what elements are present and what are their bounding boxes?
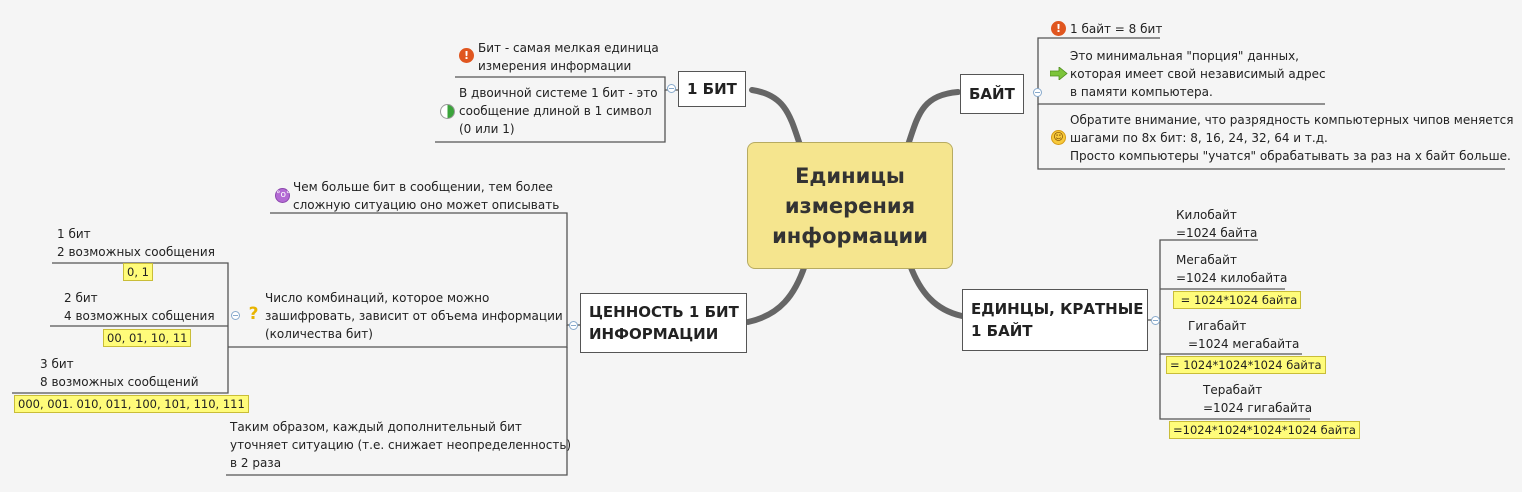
smile-icon: ☺	[1051, 130, 1066, 145]
topic-byte-label: БАЙТ	[969, 85, 1015, 103]
alert-icon: !	[1051, 21, 1066, 36]
example-1-codes: 0, 1	[123, 263, 153, 281]
multiples-tb-formula: =1024*1024*1024*1024 байта	[1169, 421, 1360, 439]
value-sublines	[12, 212, 580, 476]
bit-item-2: В двоичной системе 1 бит - это сообщение…	[459, 86, 658, 136]
branch-to-value	[745, 262, 808, 325]
collapse-toggle-icon[interactable]	[569, 321, 578, 330]
topic-byte[interactable]: БАЙТ	[960, 74, 1024, 114]
value-combinations: Число комбинаций, которое можно зашифров…	[265, 291, 563, 341]
multiples-tb: Терабайт =1024 гигабайта	[1203, 383, 1313, 415]
multiples-mb-formula: = 1024*1024 байта	[1173, 291, 1302, 309]
byte-item-2: Это минимальная "порция" данных, которая…	[1070, 49, 1326, 99]
byte-item-3: Обратите внимание, что разрядность компь…	[1070, 113, 1514, 163]
example-1-text: 1 бит 2 возможных сообщения	[57, 227, 215, 259]
topic-value-label: ЦЕННОСТЬ 1 БИТ ИНФОРМАЦИИ	[589, 303, 739, 343]
value-note-bottom: Таким образом, каждый дополнительный бит…	[230, 420, 572, 470]
alert-icon: !	[459, 48, 474, 63]
topic-bit-label: 1 БИТ	[687, 80, 737, 98]
topic-multiples-label: ЕДИНЦЫ, КРАТНЫЕ 1 БАЙТ	[971, 300, 1144, 340]
branch-to-bit	[749, 87, 803, 148]
multiples-gb: Гигабайт =1024 мегабайта	[1188, 319, 1300, 351]
example-3-codes: 000, 001. 010, 011, 100, 101, 110, 111	[14, 395, 249, 413]
collapse-toggle-icon[interactable]	[667, 84, 676, 93]
multiples-mb: Мегабайт =1024 килобайта	[1176, 253, 1288, 285]
topic-multiples[interactable]: ЕДИНЦЫ, КРАТНЫЕ 1 БАЙТ	[962, 289, 1148, 351]
topic-value[interactable]: ЦЕННОСТЬ 1 БИТ ИНФОРМАЦИИ	[580, 293, 747, 353]
example-3-text: 3 бит 8 возможных сообщений	[40, 357, 199, 389]
question-icon: ?	[248, 304, 259, 324]
example-2-text: 2 бит 4 возможных собщения	[64, 291, 215, 323]
topic-bit[interactable]: 1 БИТ	[678, 71, 746, 107]
value-note-top: Чем больше бит в сообщении, тем более сл…	[293, 180, 560, 212]
bit-item-1: Бит - самая мелкая единица измерения инф…	[478, 41, 659, 73]
collapse-toggle-icon[interactable]	[231, 311, 240, 320]
progress-half-icon	[440, 104, 455, 119]
byte-item-1: 1 байт = 8 бит	[1070, 22, 1163, 36]
multiples-kb: Килобайт =1024 байта	[1176, 208, 1258, 240]
surprised-face-icon: °o°	[275, 188, 291, 203]
collapse-toggle-icon[interactable]	[1033, 88, 1042, 97]
branch-to-multiples	[907, 262, 965, 319]
example-2-codes: 00, 01, 10, 11	[103, 329, 192, 347]
collapse-toggle-icon[interactable]	[1151, 316, 1160, 325]
central-topic[interactable]: Единицы измерения информации	[747, 142, 953, 269]
arrow-right-icon	[1050, 67, 1068, 80]
multiples-gb-formula: = 1024*1024*1024 байта	[1166, 356, 1326, 374]
central-topic-label: Единицы измерения информации	[772, 163, 928, 248]
branch-to-byte	[905, 89, 961, 148]
multiples-sublines	[1148, 239, 1310, 420]
